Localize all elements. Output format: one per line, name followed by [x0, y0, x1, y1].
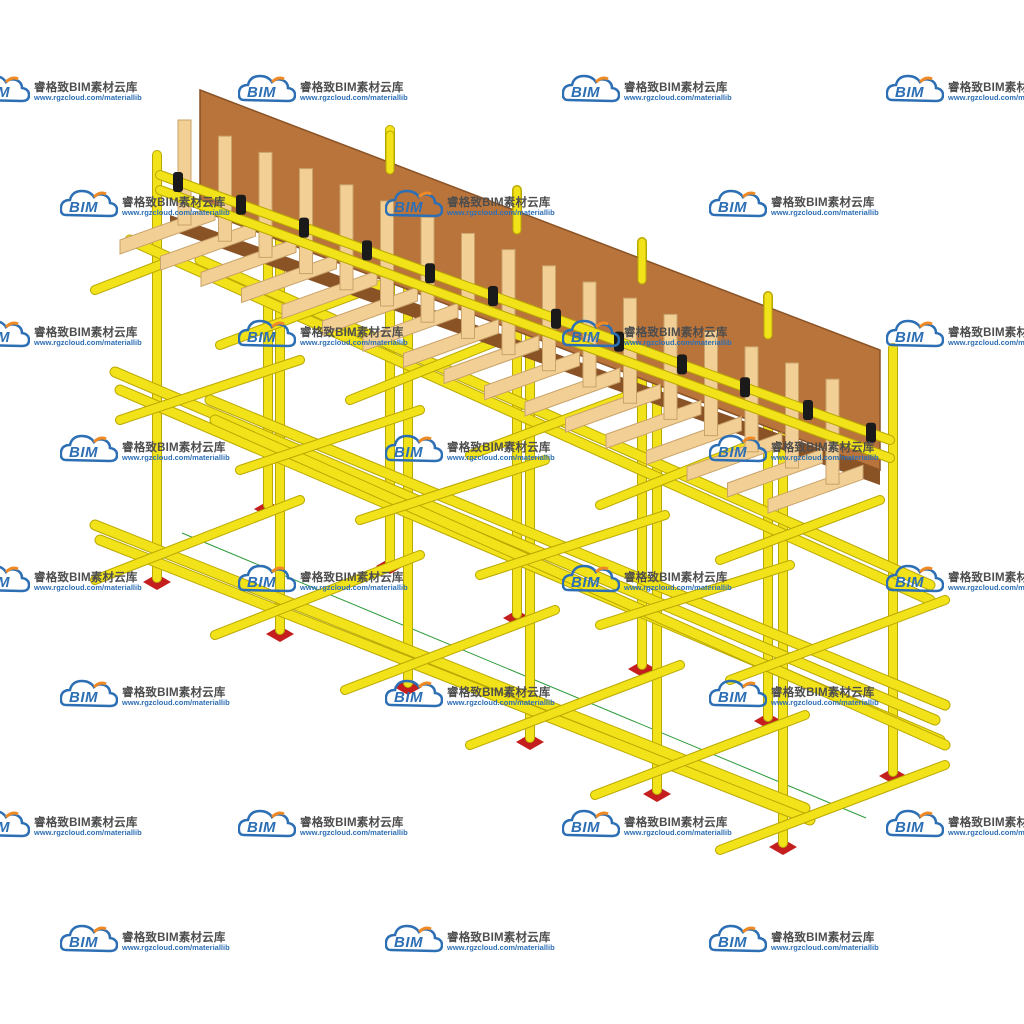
- clamp: [866, 422, 876, 443]
- ground-line: [181, 532, 867, 819]
- ground-line: [181, 532, 867, 819]
- clamp: [677, 354, 687, 375]
- transom-tube-face: [476, 511, 669, 579]
- timber-stud: [218, 135, 232, 242]
- ledger-tube-face: [125, 235, 935, 605]
- clamp: [803, 400, 813, 420]
- timber-stud: [744, 346, 759, 453]
- upper-tubes: [155, 130, 895, 463]
- clamp: [362, 240, 372, 261]
- clamp: [740, 377, 750, 398]
- clamp: [236, 194, 246, 215]
- walking-tube-upper-face: [156, 171, 894, 444]
- transom-tube-face: [356, 456, 549, 524]
- ledger-tube-face: [205, 395, 950, 710]
- transom-tube-face: [341, 606, 559, 694]
- clamp: [488, 286, 498, 306]
- clamp: [173, 172, 183, 192]
- transom-tube-face: [211, 551, 424, 639]
- transom-tube-face: [346, 336, 504, 404]
- ledger-tube-face: [90, 520, 810, 813]
- transom-tube-face: [116, 356, 304, 424]
- clamp: [551, 308, 561, 329]
- transom-tube-face: [591, 711, 809, 799]
- walking-tube-lower-face: [156, 186, 894, 462]
- transom-tube-face: [716, 761, 949, 854]
- clamp: [614, 331, 624, 352]
- clamp: [425, 263, 435, 284]
- timber-stud: [258, 151, 273, 258]
- timber-stud: [704, 330, 718, 437]
- ledger-tube-face: [110, 367, 940, 725]
- clamp: [299, 217, 309, 238]
- transom-tube-face: [91, 496, 304, 584]
- transom-tube-face: [726, 596, 949, 684]
- ledger-tube-face: [95, 535, 815, 825]
- scaffold-tubes: [89, 125, 951, 855]
- transom-tube-face: [716, 496, 884, 564]
- transom-tube-face: [596, 561, 794, 629]
- transom-tube-face: [466, 661, 684, 749]
- transom-tube-face: [236, 406, 424, 474]
